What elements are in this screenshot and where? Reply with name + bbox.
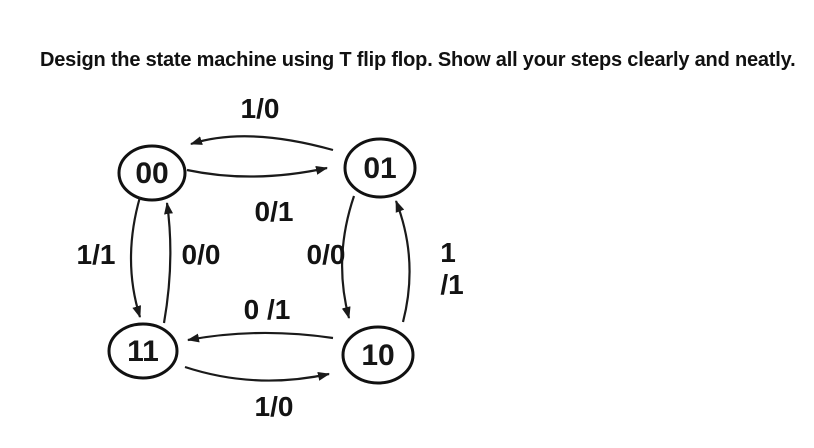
transition-label-00-to-11: 1/1 (77, 239, 116, 270)
transition-arrow-10-to-11 (187, 331, 334, 343)
state-11 (107, 322, 179, 380)
transition-label-10-to-01-line1: 1 (440, 237, 456, 268)
state-circle-11 (107, 322, 179, 380)
transition-label-11-to-10: 1/0 (255, 391, 294, 422)
state-label-00: 00 (135, 157, 168, 190)
transition-arrow-11-to-00 (162, 202, 173, 324)
transition-label-00-to-01: 0/1 (255, 196, 294, 227)
transition-label-10-to-01-line2: /1 (440, 269, 463, 300)
transition-label-10-to-11: 0 /1 (244, 294, 291, 325)
state-circle-00 (117, 144, 187, 202)
state-00 (117, 144, 187, 202)
transition-label-01-to-00: 1/0 (241, 93, 280, 124)
transition-arrow-01-to-10 (340, 195, 356, 319)
state-label-10: 10 (361, 339, 394, 372)
state-10 (341, 325, 415, 385)
transition-arrow-01-to-00 (190, 135, 334, 152)
state-01 (343, 137, 417, 199)
transition-label-11-to-00: 0/0 (182, 239, 221, 270)
state-label-11: 11 (127, 335, 159, 368)
transition-arrow-10-to-01 (394, 200, 411, 323)
transition-arrow-00-to-01 (186, 165, 328, 178)
transition-arrow-11-to-10 (184, 365, 330, 382)
question-title: Design the state machine using T flip fl… (40, 49, 796, 71)
state-label-01: 01 (363, 152, 396, 185)
transition-label-01-to-10: 0/0 (307, 239, 346, 270)
state-circle-01 (343, 137, 417, 199)
transition-arrow-00-to-11 (129, 196, 142, 318)
state-circle-10 (341, 325, 415, 385)
